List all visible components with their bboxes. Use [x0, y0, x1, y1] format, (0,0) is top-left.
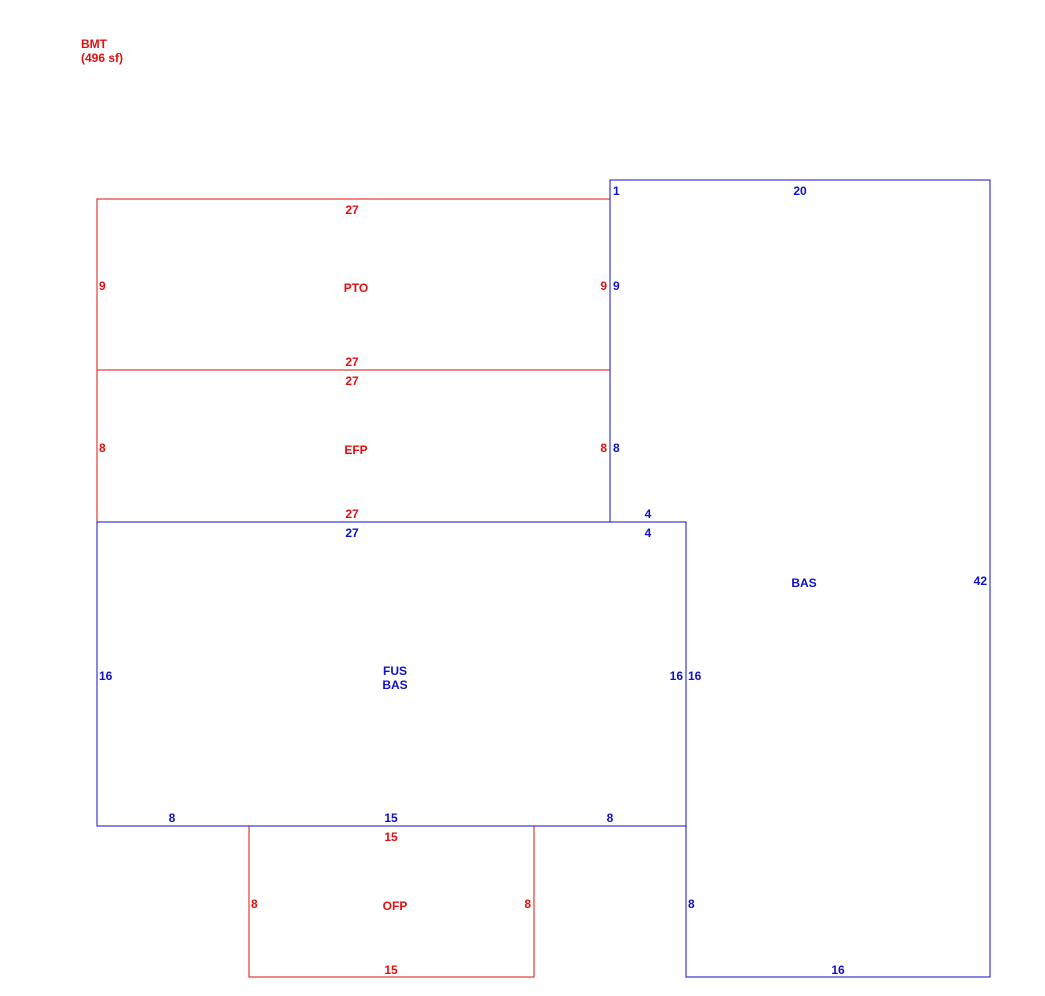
pto-top-dim: 27 [345, 203, 359, 217]
bas-step-lower-dim: 4 [645, 526, 652, 540]
ofp-label: OFP [383, 899, 408, 913]
ofp-bottom-dim: 15 [384, 963, 398, 977]
bas-top-dim: 20 [793, 184, 807, 198]
pto-label: PTO [344, 281, 368, 295]
efp-right-dim: 8 [600, 441, 607, 455]
fus-bottom-right-dim: 8 [607, 811, 614, 825]
fus-right-dim: 16 [670, 669, 684, 683]
ofp-right-dim: 8 [524, 897, 531, 911]
ofp-top-dim: 15 [384, 830, 398, 844]
fus-bas-label: BAS [382, 678, 407, 692]
bas-label: BAS [791, 576, 816, 590]
bas-notch-dim: 1 [613, 184, 620, 198]
fus-left-dim: 16 [99, 669, 113, 683]
fus-top-dim: 27 [345, 526, 359, 540]
pto-left-dim: 9 [99, 279, 106, 293]
efp-top-dim: 27 [345, 374, 359, 388]
efp-label: EFP [344, 443, 367, 457]
bas-step-upper-dim: 4 [645, 507, 652, 521]
fus-bottom-left-dim: 8 [169, 811, 176, 825]
bas-upper-left-dim: 9 [613, 279, 620, 293]
bas-bottom-dim: 16 [831, 963, 845, 977]
fus-bottom-mid-dim: 15 [384, 811, 398, 825]
bas-step-left-dim: 16 [688, 669, 702, 683]
pto-bottom-dim: 27 [345, 355, 359, 369]
legend-area-size: (496 sf) [81, 51, 123, 65]
fus-outline [96, 521, 687, 827]
bas-lower-left-dim: 8 [688, 897, 695, 911]
efp-left-dim: 8 [99, 441, 106, 455]
ofp-left-dim: 8 [251, 897, 258, 911]
efp-bottom-dim: 27 [345, 507, 359, 521]
legend-area-name: BMT [81, 37, 108, 51]
fus-label: FUS [383, 664, 407, 678]
bas-right-dim: 42 [974, 574, 988, 588]
bas-mid-left-dim: 8 [613, 441, 620, 455]
pto-right-dim: 9 [600, 279, 607, 293]
